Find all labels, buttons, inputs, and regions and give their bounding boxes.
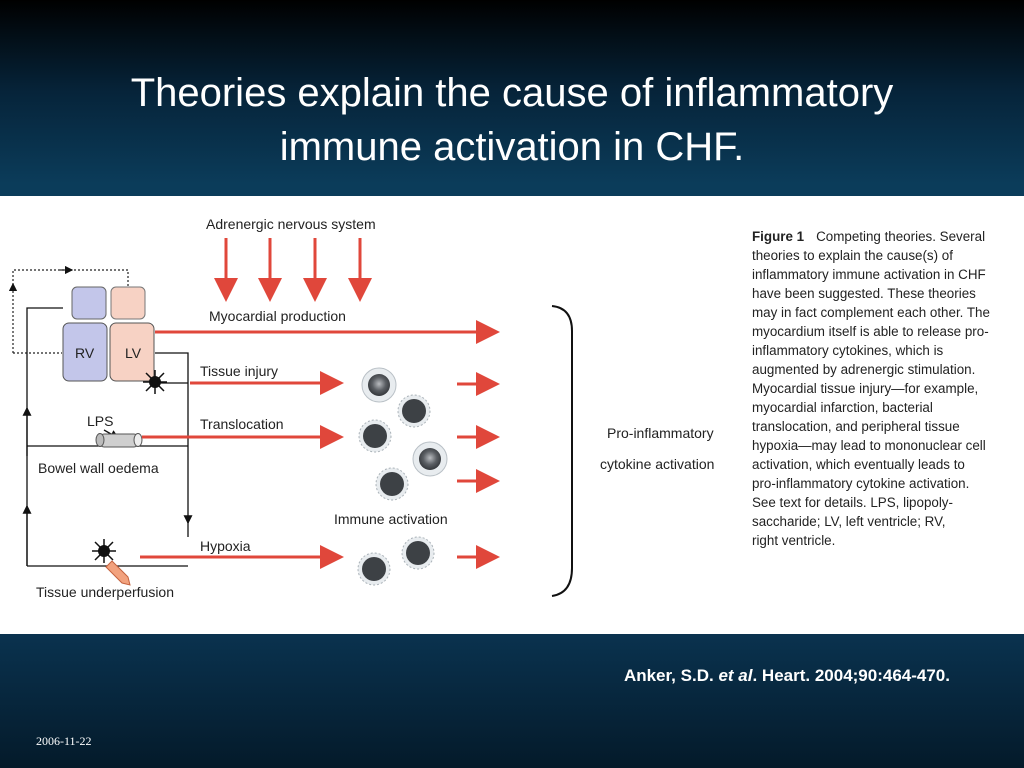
caption-line: theories to explain the cause(s) of (752, 248, 953, 263)
immune-activation-label: Immune activation (334, 511, 448, 527)
slide-title: Theories explain the cause of inflammato… (0, 66, 1024, 174)
bowel-wall-oedema-label: Bowel wall oedema (38, 460, 159, 476)
hypoxia-label: Hypoxia (200, 538, 251, 554)
caption-line: myocardium itself is able to release pro… (752, 324, 989, 339)
immune-cells (357, 367, 448, 586)
caption-line: See text for details. LPS, lipopoly- (752, 495, 953, 510)
caption-line: Myocardial tissue injury—for example, (752, 381, 978, 396)
caption-heading: Figure 1 (752, 229, 805, 244)
lymphocyte-cell (375, 467, 409, 501)
citation-author: Anker, S.D. (623, 666, 714, 685)
citation: Anker, S.D. et al. Heart. 2004;90:464-47… (0, 666, 950, 686)
caption-line: Competing theories. Several (816, 229, 985, 244)
adrenergic-label: Adrenergic nervous system (206, 216, 376, 232)
figure-panel: Adrenergic nervous system RV LV Myocardi… (0, 196, 1024, 634)
cytokine-activation-label: cytokine activation (600, 456, 714, 472)
slide-date: 2006-11-22 (36, 734, 92, 748)
citation-etal: et al (718, 666, 753, 685)
pro-inflammatory-label: Pro-inflammatory (607, 425, 714, 441)
caption-line: pro-inflammatory cytokine activation. (752, 476, 969, 491)
caption-line: right ventricle. (752, 533, 835, 548)
tissue-injury-label: Tissue injury (200, 363, 278, 379)
tissue-underperfusion-icon (92, 539, 131, 586)
figure-caption: Figure 1 Competing theories. Several theo… (752, 229, 990, 548)
caption-line: myocardial infarction, bacterial (752, 400, 933, 415)
caption-line: inflammatory cytokines, which is (752, 343, 944, 358)
monocyte-cell (412, 441, 448, 477)
lymphocyte-cell (357, 552, 391, 586)
left-ventricle (109, 322, 155, 382)
adrenergic-arrows (214, 238, 372, 302)
caption-line: hypoxia—may lead to mononuclear cell (752, 438, 986, 453)
slide-title-line-1: Theories explain the cause of inflammato… (130, 71, 894, 115)
lps-label: LPS (87, 413, 113, 429)
monocyte-cell (361, 367, 397, 403)
converging-bracket (551, 305, 573, 597)
myocardial-production-label: Myocardial production (209, 308, 346, 324)
right-ventricle (62, 322, 108, 382)
citation-journal: . Heart. 2004;90:464-470. (752, 666, 950, 685)
bowel-segment-icon (95, 433, 143, 448)
lymphocyte-cell (401, 536, 435, 570)
circulation-down-line (155, 352, 193, 525)
slide-title-line-2: immune activation in CHF. (279, 125, 745, 169)
lymphocyte-cell (358, 419, 392, 453)
lymphocyte-cell (397, 394, 431, 428)
competing-theories-diagram: Adrenergic nervous system RV LV Myocardi… (8, 216, 1024, 616)
caption-line: activation, which eventually leads to (752, 457, 965, 472)
left-atrium (110, 286, 146, 320)
right-atrium (71, 286, 107, 320)
caption-background (738, 216, 1024, 616)
caption-line: have been suggested. These theories (752, 286, 976, 301)
caption-line: augmented by adrenergic stimulation. (752, 362, 975, 377)
caption-line: inflammatory immune activation in CHF (752, 267, 986, 282)
tissue-injury-icon (143, 370, 167, 394)
tissue-underperfusion-label: Tissue underperfusion (36, 584, 174, 600)
caption-line: saccharide; LV, left ventricle; RV, (752, 514, 946, 529)
rv-label: RV (75, 345, 95, 361)
translocation-label: Translocation (200, 416, 284, 432)
caption-line: translocation, and peripheral tissue (752, 419, 960, 434)
caption-line: may in fact complement each other. The (752, 305, 990, 320)
lv-label: LV (125, 345, 142, 361)
circulation-up-line (26, 307, 63, 566)
